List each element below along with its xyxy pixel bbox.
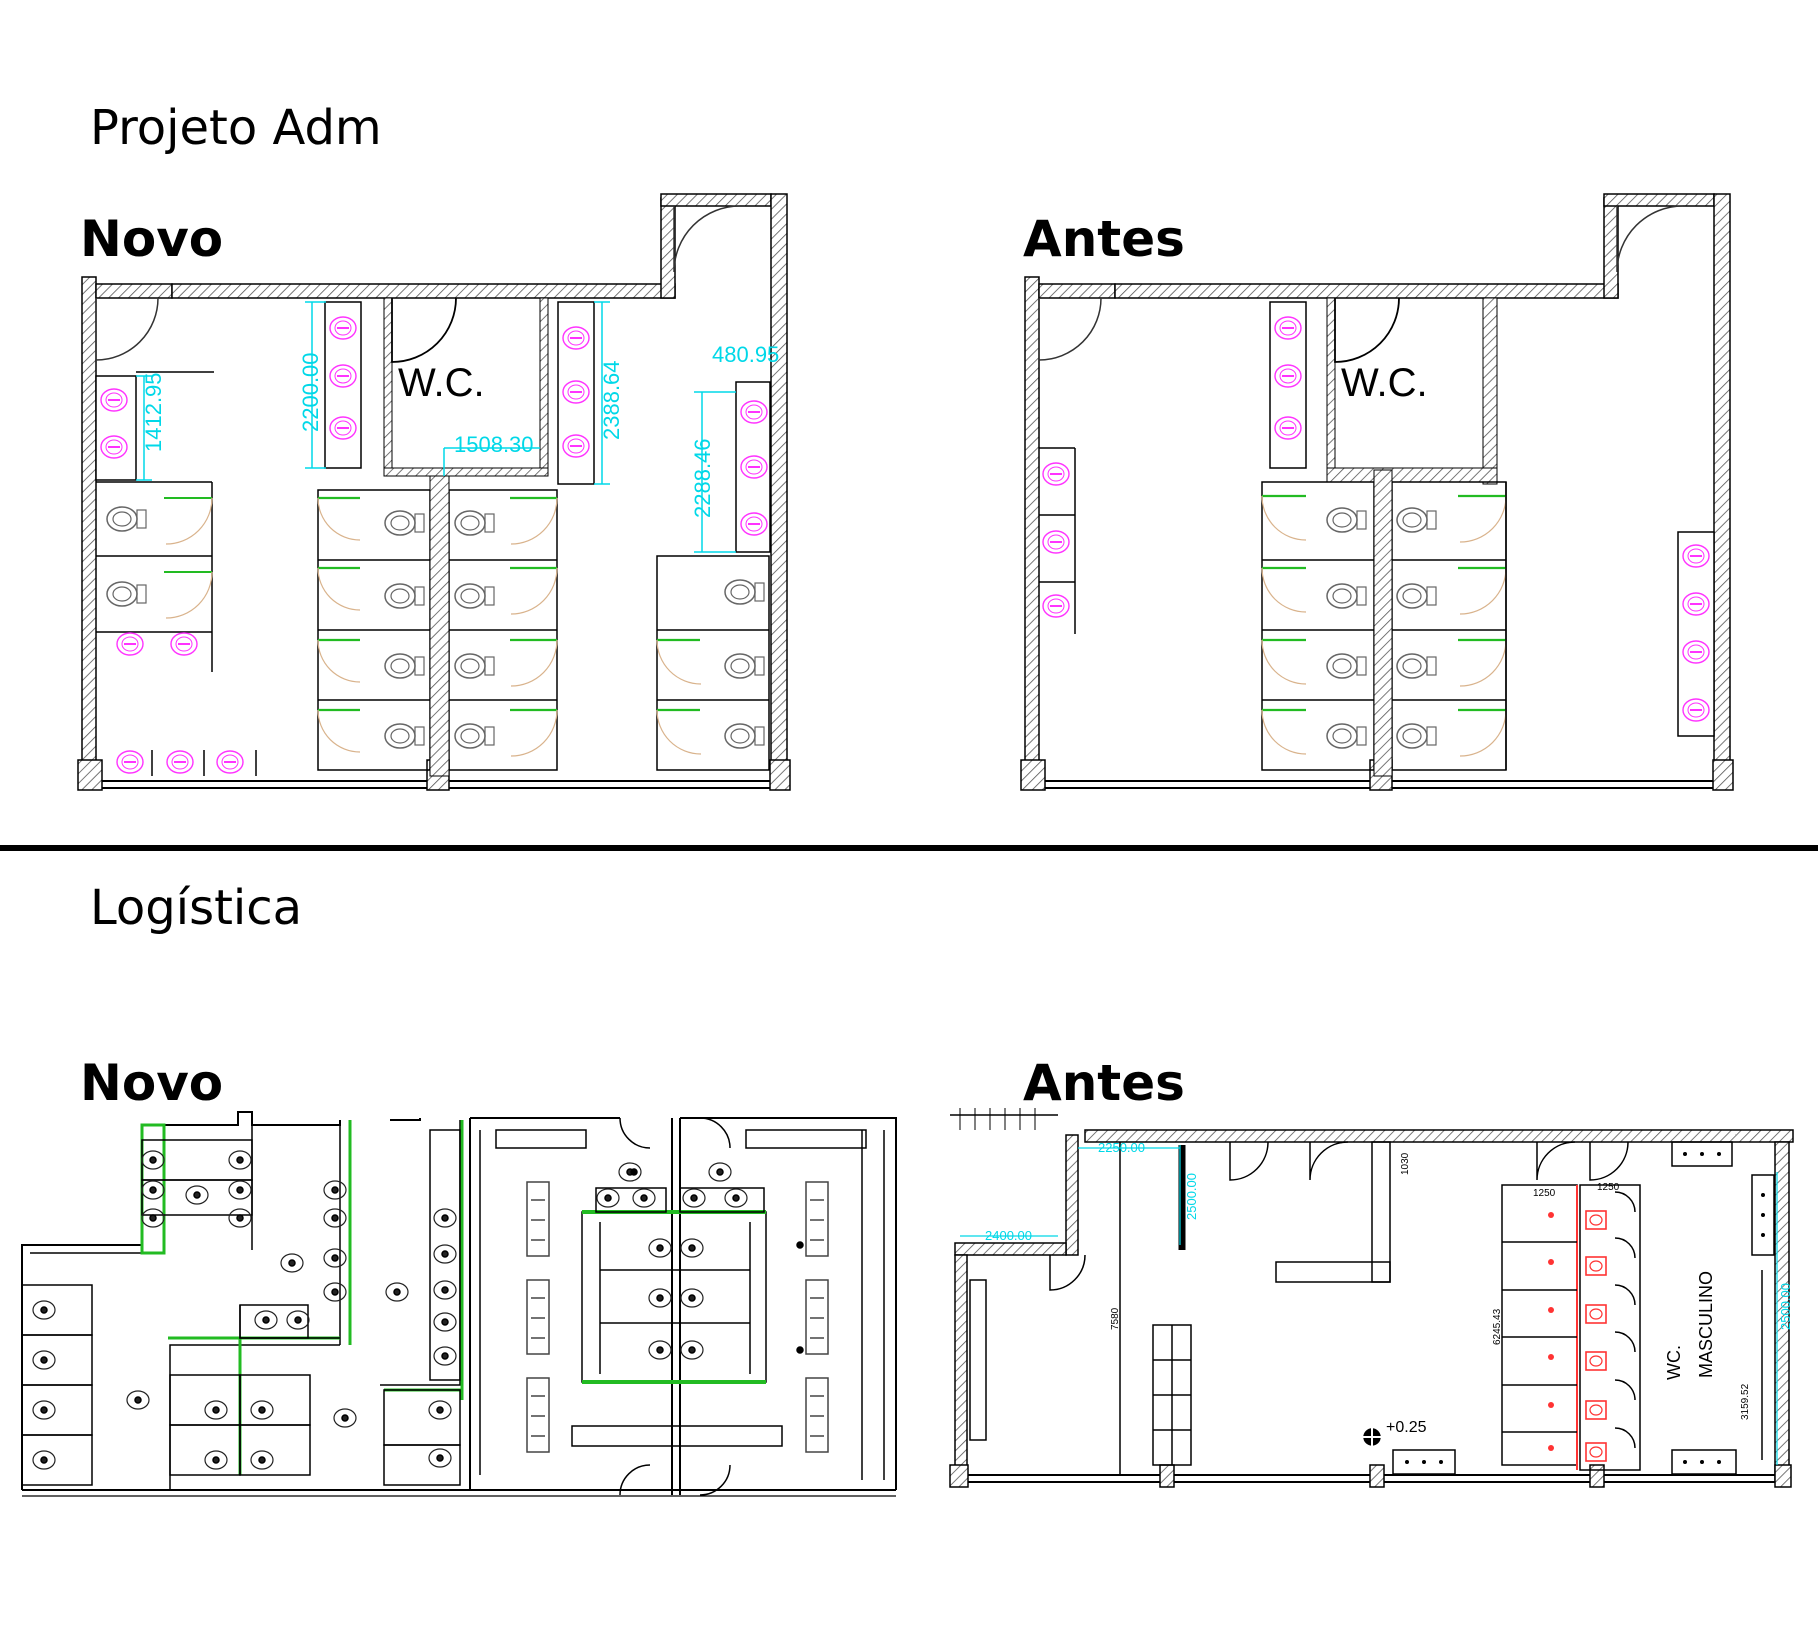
adm-dim-2200: 2200.00	[298, 352, 323, 432]
log-old-room-label-2: MASCULINO	[1696, 1271, 1716, 1378]
log-old-level: +0.25	[1386, 1419, 1427, 1436]
log-old-dim-3159: 3159.52	[1740, 1383, 1751, 1420]
log-old-dim-2400: 2400.00	[985, 1228, 1032, 1243]
log-section-title: Logística	[90, 880, 303, 936]
adm-new-wc-label: W.C.	[398, 361, 485, 405]
adm-dim-2388: 2388.64	[599, 360, 624, 440]
adm-old-wc-label: W.C.	[1341, 361, 1428, 405]
adm-new-label: Novo	[80, 210, 224, 268]
log-new-label: Novo	[80, 1054, 224, 1112]
adm-dim-2288: 2288.46	[690, 438, 715, 518]
adm-new-plan: W.C.	[77, 193, 791, 791]
section-divider	[0, 845, 1818, 851]
log-old-dim-2250: 2250.00	[1098, 1140, 1145, 1155]
log-old-label: Antes	[1023, 1054, 1185, 1112]
log-old-dim-6245: 6245.43	[1492, 1308, 1503, 1345]
log-old-dim-2500b: 2500.00	[1778, 1283, 1793, 1330]
log-old-dim-1030: 1030	[1400, 1152, 1411, 1175]
adm-dim-480: 480.95	[712, 342, 779, 367]
log-old-dim-2500a: 2500.00	[1184, 1173, 1199, 1220]
log-old-room-label-1: WC.	[1664, 1345, 1684, 1380]
log-old-dim-1250b: 1250	[1597, 1182, 1620, 1193]
log-old-dim-1250a: 1250	[1533, 1188, 1556, 1199]
adm-dim-1412: 1412.95	[141, 372, 166, 452]
adm-section-title: Projeto Adm	[90, 100, 382, 156]
adm-old-label: Antes	[1023, 210, 1185, 268]
adm-old-plan: W.C.	[1020, 193, 1734, 791]
log-new-plan	[21, 1111, 897, 1497]
adm-dim-1508: 1508.30	[454, 432, 534, 457]
log-old-dim-7580: 7580	[1110, 1307, 1121, 1330]
log-old-plan: +0.25 2250.00 2400.00 2500.00 2500.00 10…	[949, 1108, 1794, 1488]
